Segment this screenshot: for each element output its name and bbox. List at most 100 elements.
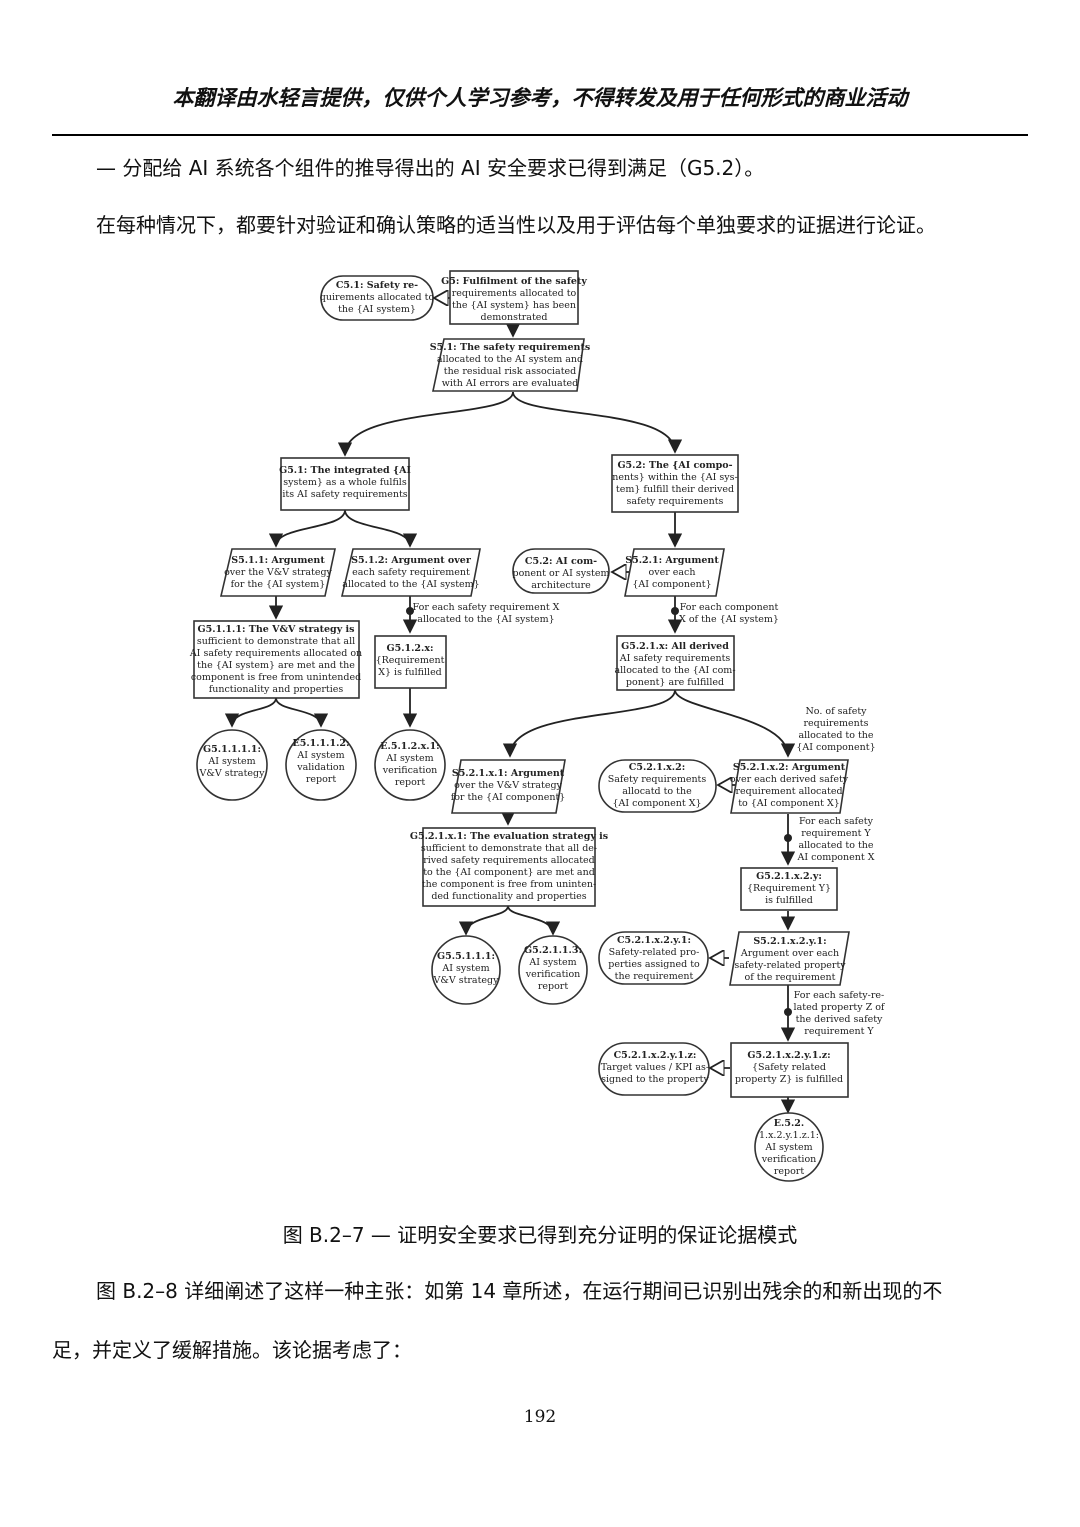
- svg-text:G5.2.1.x.2.y:{Requirement Y}is: G5.2.1.x.2.y:{Requirement Y}is fulfilled: [747, 871, 831, 906]
- node-text-line: {Safety related: [752, 1062, 826, 1073]
- node-text-line: 1.x.2.y.1.z.1:: [759, 1130, 819, 1141]
- node-text-line: X} is fulfilled: [378, 667, 442, 678]
- context-c5-2-1-x-2-y-1: C5.2.1.x.2.y.1:Safety-related pro-pertie…: [598, 931, 709, 985]
- node-text-line: of the requirement: [745, 972, 836, 983]
- node-text-line: requirements: [803, 718, 868, 729]
- node-text-line: E5.1.1.1.2:: [292, 738, 349, 749]
- paragraph-argument: 在每种情况下，都要针对验证和确认策略的适当性以及用于评估每个单独要求的证据进行论…: [96, 213, 936, 237]
- node-text-line: safety requirements: [627, 496, 724, 507]
- node-text-line: C5.2.1.x.2.y.1:: [617, 935, 691, 946]
- node-text-line: G5.1: The integrated {AI: [279, 465, 411, 476]
- node-text-line: the derived safety: [796, 1014, 883, 1025]
- node-text-line: verification: [761, 1154, 817, 1165]
- svg-text:C5.2.1.x.2.y.1.z:Target values: C5.2.1.x.2.y.1.z:Target values / KPI as-…: [601, 1050, 710, 1085]
- node-text-line: {AI component X}: [612, 798, 701, 809]
- node-text-line: component is free from unintended: [191, 672, 361, 683]
- node-text-line: sufficient to demonstrate that all: [197, 636, 355, 647]
- node-text-line: {AI component}: [796, 742, 875, 753]
- node-text-line: safety-related property: [734, 960, 846, 971]
- node-text-line: verification: [382, 765, 438, 776]
- page-number: 192: [523, 1407, 557, 1427]
- node-text-line: over the V&V strategy: [454, 780, 562, 791]
- node-text-line: requirement Y: [804, 1026, 874, 1037]
- node-text-line: allocated to the AI system and: [437, 354, 583, 365]
- node-text-line: allocated to the {AI com-: [614, 665, 735, 676]
- node-text-line: the {AI system}: [338, 304, 416, 315]
- node-text-line: to the {AI component} are met and: [423, 867, 595, 878]
- node-text-line: perties assigned to: [608, 959, 700, 970]
- node-text-line: the component is free from uninten-: [422, 879, 596, 890]
- node-text-line: report: [774, 1166, 805, 1177]
- header-divider: [52, 134, 1028, 136]
- svg-text:C5.2: AI com-ponent or AI syst: C5.2: AI com-ponent or AI systemarchitec…: [513, 556, 610, 591]
- node-text-line: for the {AI component}: [451, 792, 566, 803]
- node-text-line: C5.1: Safety re-: [336, 280, 418, 291]
- node-text-line: G5.1.2.x:: [386, 643, 433, 654]
- node-text-line: V&V strategy: [199, 768, 266, 779]
- node-text-line: rived safety requirements allocated: [423, 855, 595, 866]
- node-text-line: report: [306, 774, 337, 785]
- node-text-line: G5.2: The {AI compo-: [617, 460, 732, 471]
- node-text-line: E.5.1.2.x.1:: [380, 741, 439, 752]
- node-text-line: tem} fulfill their derived: [616, 484, 734, 495]
- node-text-line: to {AI component X}: [738, 798, 840, 809]
- node-text-line: signed to the property: [601, 1074, 709, 1085]
- paragraph-g5-2: — 分配给 AI 系统各个组件的推导得出的 AI 安全要求已得到满足（G5.2）…: [96, 156, 765, 180]
- node-text-line: C5.2.1.x.2:: [629, 762, 685, 773]
- node-text-line: {AI component}: [632, 579, 711, 590]
- node-text-line: G5.2.1.x.2.y:: [756, 871, 822, 882]
- node-text-line: Argument over each: [740, 948, 839, 959]
- node-text-line: G5.1.1.1.1:: [203, 744, 261, 755]
- node-text-line: S5.1.2: Argument over: [351, 555, 472, 566]
- node-text-line: C5.2: AI com-: [525, 556, 597, 567]
- page-header: 本翻译由水轻言提供，仅供个人学习参考，不得转发及用于任何形式的商业活动: [172, 86, 908, 110]
- node-text-line: architecture: [531, 580, 591, 591]
- svg-text:C5.2.1.x.2.y.1:Safety-related: C5.2.1.x.2.y.1:Safety-related pro-pertie…: [608, 935, 700, 982]
- node-text-line: with AI errors are evaluated: [442, 378, 578, 389]
- node-text-line: property Z} is fulfilled: [735, 1074, 843, 1085]
- node-text-line: AI system: [207, 756, 255, 767]
- node-text-line: over each derived safety: [730, 774, 849, 785]
- node-text-line: allocated to the {AI system}: [342, 579, 479, 590]
- node-text-line: the residual risk associated: [444, 366, 577, 377]
- node-text-line: validation: [296, 762, 345, 773]
- context-c5-2-1-x-2-y-1-z: C5.2.1.x.2.y.1.z:Target values / KPI as-…: [598, 1042, 710, 1096]
- node-text-line: its AI safety requirements: [282, 489, 407, 500]
- node-text-line: G5.2.1.x.2.y.1.z:: [747, 1050, 830, 1061]
- node-text-line: {Requirement: [376, 655, 445, 666]
- node-text-line: ponent} are fulfilled: [626, 677, 724, 688]
- paragraph-b2-8: 图 B.2–8 详细阐述了这样一种主张：如第 14 章所述，在运行期间已识别出残…: [96, 1279, 943, 1303]
- node-text-line: for the {AI system}: [231, 579, 326, 590]
- node-text-line: G5.2.1.1.3:: [524, 945, 582, 956]
- node-text-line: G5.2.1.x.1: The evaluation strategy is: [410, 831, 608, 842]
- node-text-line: For each component: [680, 602, 779, 613]
- node-text-line: the {AI system} are met and the: [197, 660, 355, 671]
- svg-text:G5.2.1.x.1: The evaluation str: G5.2.1.x.1: The evaluation strategy issu…: [410, 831, 608, 902]
- node-text-line: G5.1.1.1: The V&V strategy is: [197, 624, 354, 635]
